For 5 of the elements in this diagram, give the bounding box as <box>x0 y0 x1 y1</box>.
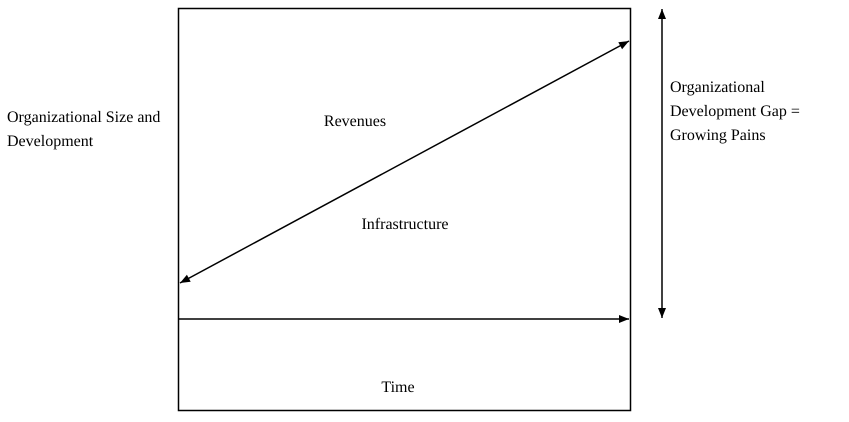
axis-label: Organizational Size and Development <box>7 108 162 152</box>
curve-label: Revenues <box>322 112 388 132</box>
axis-label: Time <box>380 378 416 398</box>
curve-label: Infrastructure <box>360 215 450 235</box>
gap-label: Organizational Development Gap = Growing Pains <box>670 78 801 146</box>
